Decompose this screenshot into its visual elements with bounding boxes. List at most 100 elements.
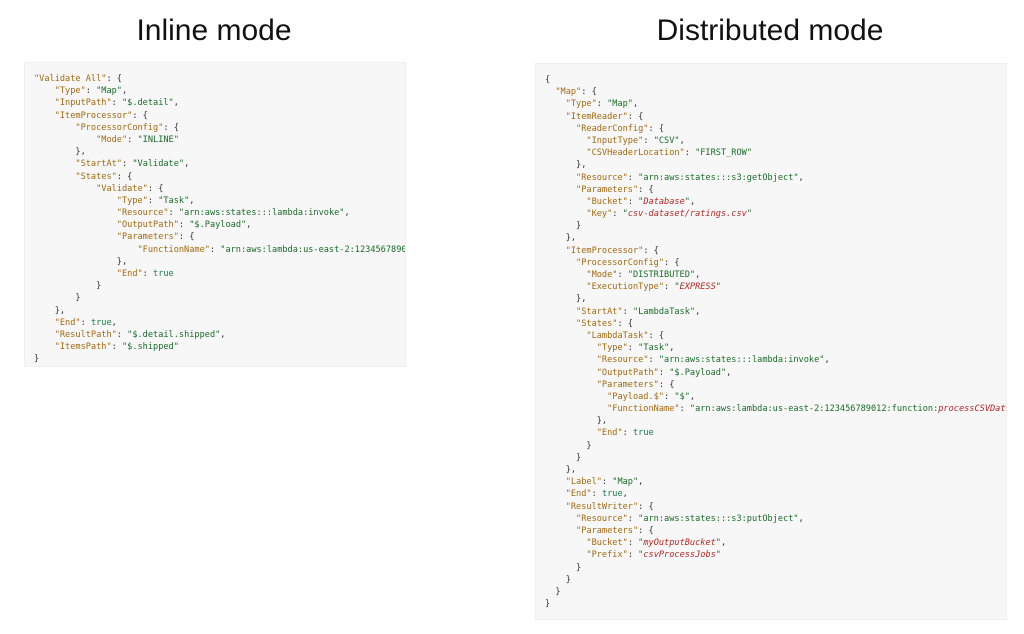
code-line: "Type": "Task", xyxy=(545,342,1006,354)
code-line: "Label": "Map", xyxy=(545,476,1006,488)
code-line: "Key": "csv-dataset/ratings.csv" xyxy=(545,208,1006,220)
code-token: , xyxy=(638,477,644,488)
code-token: "OutputPath" xyxy=(596,367,659,378)
code-token: csvProcessJobs xyxy=(643,550,716,561)
code-line: "LambdaTask": { xyxy=(545,330,1006,342)
code-token: "ProcessorConfig" xyxy=(75,122,164,133)
code-token: : { xyxy=(648,123,665,134)
code-line: }, xyxy=(545,232,1006,244)
code-line: "ResultWriter": { xyxy=(545,501,1006,513)
code-token: : xyxy=(85,86,97,97)
code-token: : { xyxy=(617,318,633,329)
code-token: "Mode" xyxy=(96,134,128,145)
code-line: "Validate All": { xyxy=(34,73,405,85)
code-token: : xyxy=(147,195,159,206)
code-token: "Validate" xyxy=(132,159,185,170)
code-line: "Parameters": { xyxy=(545,184,1006,196)
code-token: : xyxy=(601,477,613,488)
code-token: , xyxy=(184,159,190,170)
code-token: "End" xyxy=(565,489,592,500)
code-token: : { xyxy=(581,87,597,98)
code-token: "Bucket" xyxy=(586,538,628,549)
code-token: , xyxy=(689,391,696,402)
code-token: }, xyxy=(576,294,587,305)
code-line: "FunctionName": "arn:aws:lambda:us-east-… xyxy=(34,244,405,256)
code-token: "Type" xyxy=(565,99,597,110)
code-token: "InputPath" xyxy=(54,98,112,109)
code-token: }, xyxy=(75,147,86,158)
code-token: , xyxy=(720,538,727,549)
code-token: " xyxy=(715,550,721,561)
code-token: : xyxy=(111,342,122,353)
code-token: : xyxy=(127,134,138,145)
code-line: "States": { xyxy=(545,318,1006,330)
code-token: : xyxy=(664,391,675,402)
code-token: : { xyxy=(658,379,675,390)
code-token: , xyxy=(622,489,628,500)
code-line: "Type": "Map", xyxy=(34,85,405,97)
code-line: }, xyxy=(545,159,1006,171)
code-token: : xyxy=(596,99,608,110)
code-line: "CSVHeaderLocation": "FIRST_ROW" xyxy=(545,147,1006,159)
code-line: "ItemReader": { xyxy=(545,111,1006,123)
code-line: "End": true, xyxy=(34,317,405,329)
code-line: "Prefix": "csvProcessJobs" xyxy=(545,549,1006,561)
code-token: "Mode" xyxy=(586,270,618,280)
code-token: , xyxy=(344,208,350,219)
code-token: "ReaderConfig" xyxy=(576,123,649,134)
code-token: "States" xyxy=(576,318,618,329)
code-line: "Type": "Map", xyxy=(545,98,1006,110)
code-token: : xyxy=(658,367,670,378)
code-token: , xyxy=(669,343,675,354)
code-token: "Resource" xyxy=(576,172,628,183)
code-token: : xyxy=(622,428,633,439)
code-token: "arn:aws:states:::s3:putObject" xyxy=(638,513,799,524)
code-token: : xyxy=(168,208,179,219)
code-token: : xyxy=(142,269,154,279)
code-line: "ItemProcessor": { xyxy=(34,110,405,122)
code-line: } xyxy=(545,598,1006,610)
code-token: : { xyxy=(664,257,680,268)
code-token: true xyxy=(601,489,623,500)
code-token: "arn:aws:states:::s3:getObject" xyxy=(638,172,799,183)
code-token: : xyxy=(643,135,654,146)
code-token: "Label" xyxy=(565,477,602,488)
code-line: } xyxy=(34,280,405,292)
code-token: " xyxy=(674,282,680,293)
code-token: } xyxy=(555,586,561,597)
code-token: } xyxy=(576,562,582,573)
code-line: "Mode": "INLINE" xyxy=(34,134,405,146)
code-token: "Resource" xyxy=(576,513,628,524)
code-token: , xyxy=(798,513,804,524)
code-token: "FunctionName" xyxy=(137,244,210,255)
code-token: "StartAt" xyxy=(75,159,122,170)
code-token: : { xyxy=(627,111,644,122)
code-line: "Resource": "arn:aws:states:::lambda:inv… xyxy=(545,354,1006,366)
code-token: : xyxy=(209,244,221,255)
code-line: } xyxy=(34,353,405,365)
code-token: myOutputBucket xyxy=(643,538,716,549)
code-token: : { xyxy=(132,110,148,121)
code-token: : { xyxy=(638,525,654,536)
code-token: EXPRESS xyxy=(679,282,716,293)
code-token: "$" xyxy=(674,391,690,402)
distributed-code-panel[interactable]: { "Map": { "Type": "Map", "ItemReader": … xyxy=(535,63,1007,620)
code-token: }, xyxy=(565,233,577,244)
code-token: "ItemProcessor" xyxy=(54,110,133,121)
code-line: } xyxy=(545,586,1006,598)
code-token: "Parameters" xyxy=(596,379,659,390)
code-token: , xyxy=(246,220,252,231)
code-token: "ItemsPath" xyxy=(54,342,112,353)
code-line: "ResultPath": "$.detail.shipped", xyxy=(34,329,405,341)
code-line: "Parameters": { xyxy=(34,231,405,243)
code-token: } xyxy=(565,574,571,585)
code-token: , xyxy=(726,367,732,378)
code-line: "End": true xyxy=(34,268,405,280)
code-token: : xyxy=(116,329,128,340)
inline-code-panel[interactable]: "Validate All": { "Type": "Map", "InputP… xyxy=(24,62,406,367)
code-line: "OutputPath": "$.Payload", xyxy=(545,367,1006,379)
code-token: : xyxy=(648,355,659,366)
code-token: "Payload.$" xyxy=(607,391,665,402)
code-token: : { xyxy=(163,122,179,133)
code-line: }, xyxy=(34,305,405,317)
